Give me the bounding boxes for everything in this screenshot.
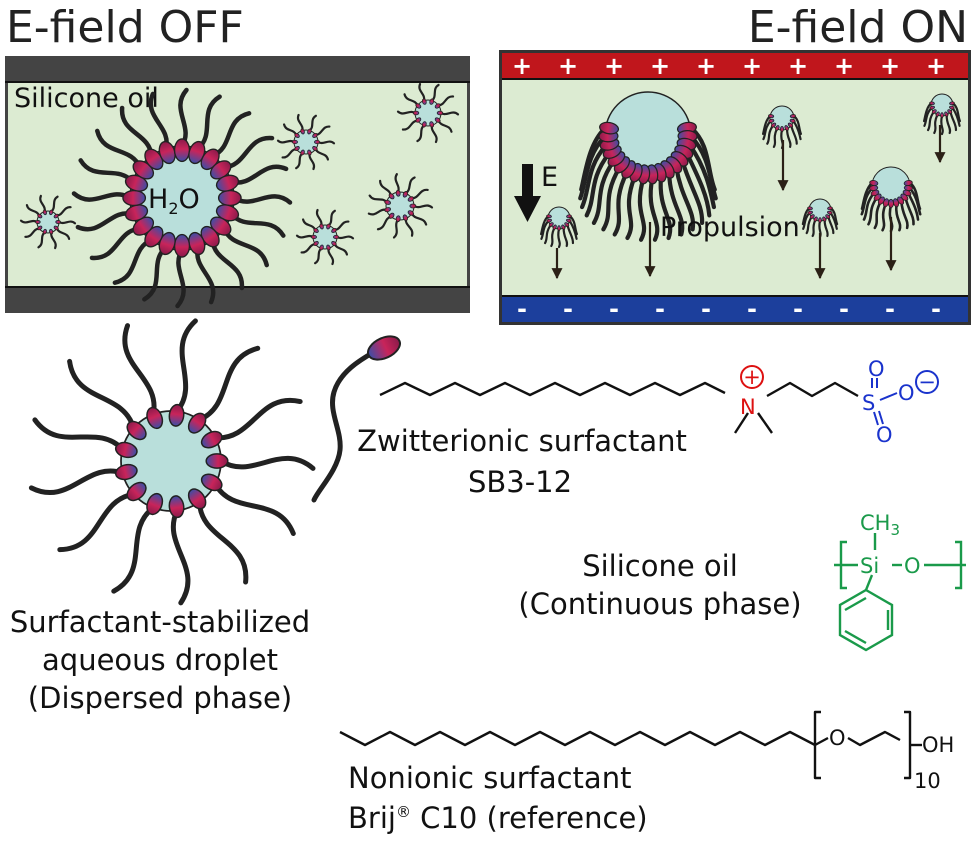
propulsion-label: Propulsion bbox=[660, 212, 800, 243]
methyl-group: CH3 bbox=[860, 511, 900, 539]
plus-sign: + bbox=[696, 52, 716, 80]
ether-oxygen: O bbox=[829, 726, 846, 750]
on-droplets bbox=[539, 91, 962, 249]
minus-sign: - bbox=[885, 295, 895, 323]
zwitterionic-caption-1: Zwitterionic surfactant bbox=[357, 424, 687, 458]
minus-sign: - bbox=[609, 295, 619, 323]
svg-text:−: − bbox=[918, 370, 936, 394]
zwitterionic-structure: N + S O O O − bbox=[379, 357, 939, 447]
minus-signs: ---------- bbox=[517, 295, 941, 323]
silicon-atom: Si bbox=[860, 554, 879, 578]
plus-sign: + bbox=[604, 52, 624, 80]
plus-sign: + bbox=[650, 52, 670, 80]
nitrogen-atom: N bbox=[740, 395, 756, 419]
small-polarised-droplet bbox=[801, 198, 839, 239]
hydroxyl-group: OH bbox=[922, 733, 954, 757]
medium-polarised-droplet bbox=[860, 166, 922, 233]
sulfur-atom: S bbox=[862, 391, 875, 415]
small-droplet bbox=[276, 113, 336, 171]
repeat-count: 10 bbox=[914, 769, 941, 793]
cation-charge bbox=[740, 365, 764, 389]
small-polarised-droplet bbox=[539, 206, 579, 249]
single-surfactant-icon bbox=[311, 335, 401, 503]
droplet-caption-2: aqueous droplet bbox=[42, 643, 278, 677]
large-water-droplet bbox=[71, 87, 293, 309]
nonionic-caption-1: Nonionic surfactant bbox=[348, 761, 631, 795]
zwitterionic-caption-2: SB3-12 bbox=[468, 465, 572, 499]
silicone-caption-2: (Continuous phase) bbox=[518, 587, 801, 621]
svg-text:O: O bbox=[876, 423, 893, 447]
plus-sign: + bbox=[558, 52, 578, 80]
on-panel-title: E-field ON bbox=[748, 2, 968, 53]
minus-sign: - bbox=[839, 295, 849, 323]
minus-sign: - bbox=[931, 295, 941, 323]
small-droplet bbox=[19, 194, 77, 250]
top-plate bbox=[5, 56, 470, 82]
minus-sign: - bbox=[701, 295, 711, 323]
field-arrow-head bbox=[514, 196, 541, 222]
svg-text:+: + bbox=[743, 365, 761, 389]
plus-sign: + bbox=[834, 52, 854, 80]
propulsion-arrows bbox=[551, 125, 946, 280]
plus-sign: + bbox=[788, 52, 808, 80]
plus-sign: + bbox=[512, 52, 532, 80]
small-polarised-droplet bbox=[922, 93, 962, 136]
droplet-caption-1: Surfactant-stabilized bbox=[10, 605, 310, 639]
small-droplet bbox=[295, 208, 355, 266]
off-panel-title: E-field OFF bbox=[6, 2, 244, 53]
bottom-plate bbox=[5, 287, 470, 313]
anion-charge bbox=[915, 370, 939, 394]
off-panel: Silicone oil H2O bbox=[5, 56, 470, 313]
minus-sign: - bbox=[793, 295, 803, 323]
illustrated-droplet bbox=[28, 318, 316, 606]
medium-label: Silicone oil bbox=[14, 83, 159, 114]
positive-electrode bbox=[502, 53, 968, 79]
field-label: E bbox=[541, 162, 558, 193]
nonionic-caption-2: Brij® C10 (reference) bbox=[348, 801, 648, 835]
small-polarised-droplet bbox=[761, 105, 803, 150]
minus-sign: - bbox=[563, 295, 573, 323]
svg-text:O: O bbox=[898, 381, 915, 405]
field-arrow-shaft bbox=[522, 164, 533, 198]
plus-sign: + bbox=[742, 52, 762, 80]
silicone-caption-1: Silicone oil bbox=[582, 549, 738, 583]
small-droplet bbox=[396, 82, 460, 144]
minus-sign: - bbox=[747, 295, 757, 323]
silicone-oxygen: O bbox=[904, 554, 921, 578]
off-droplets bbox=[19, 82, 460, 309]
large-polarised-droplet bbox=[578, 91, 718, 242]
water-core-label: H2O bbox=[148, 184, 200, 218]
plus-signs: + + + + + + + + + + bbox=[512, 52, 946, 80]
plus-sign: + bbox=[880, 52, 900, 80]
surfactant-droplet-illustration bbox=[28, 318, 316, 606]
small-droplet bbox=[367, 173, 434, 239]
droplet-caption-3: (Dispersed phase) bbox=[28, 681, 292, 715]
plus-sign: + bbox=[926, 52, 946, 80]
silicone-structure bbox=[834, 533, 966, 652]
nonionic-structure bbox=[339, 710, 922, 780]
on-panel: + + + + + + + + + + - - - - - - - - - - E Propulsion bbox=[499, 50, 971, 325]
negative-electrode bbox=[502, 296, 968, 322]
minus-sign: - bbox=[655, 295, 665, 323]
minus-sign: - bbox=[517, 295, 527, 323]
svg-text:O: O bbox=[868, 357, 885, 381]
